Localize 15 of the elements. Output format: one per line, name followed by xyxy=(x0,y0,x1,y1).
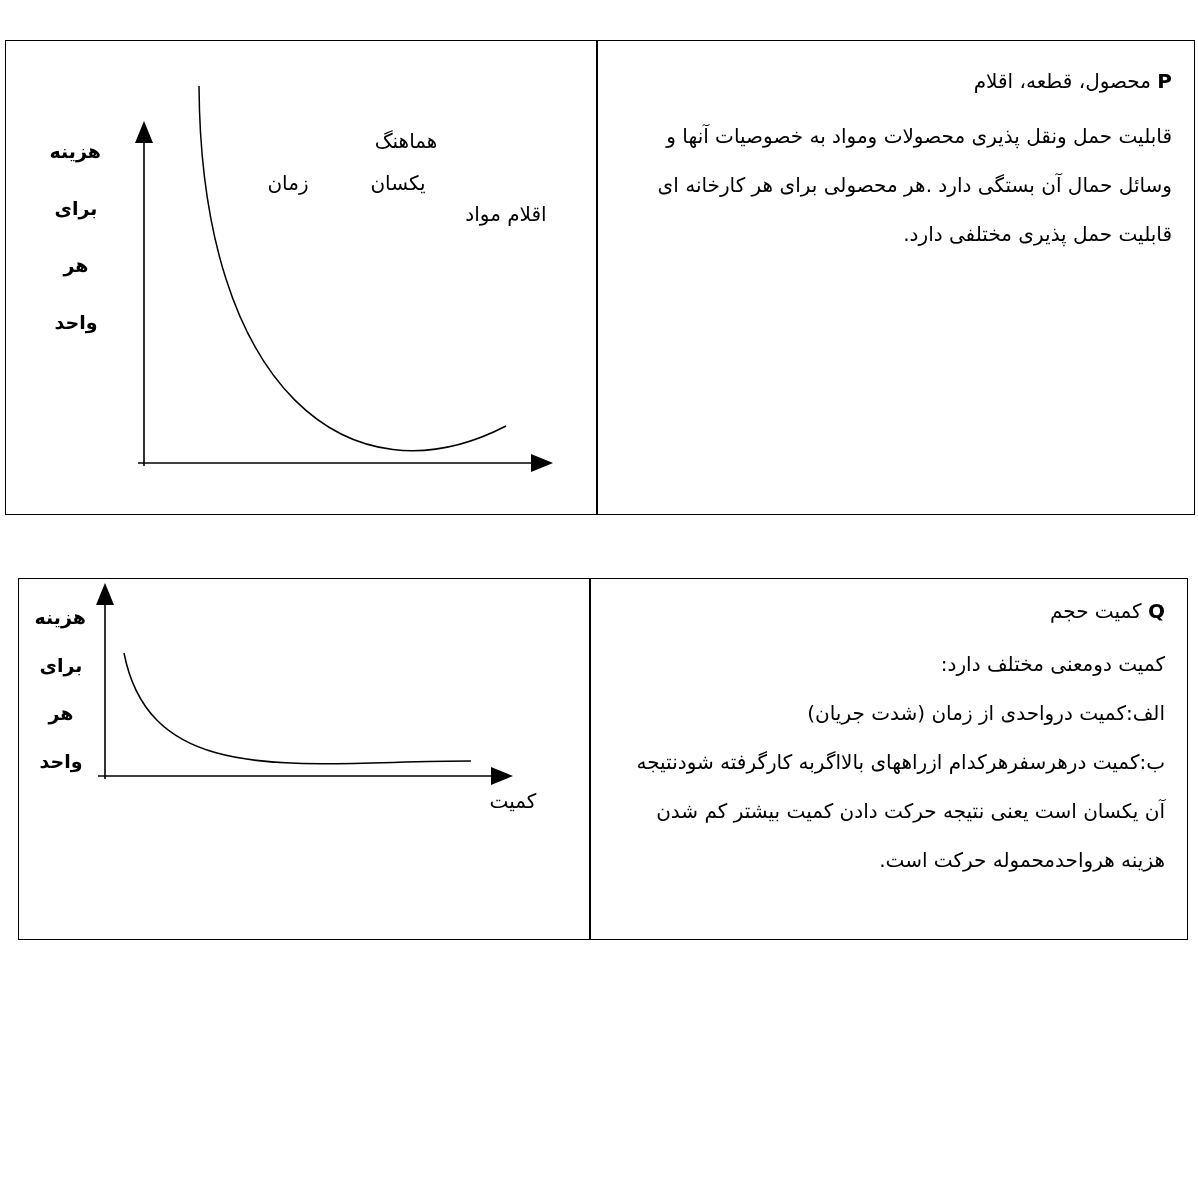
curve-label: هماهنگ xyxy=(374,129,438,153)
table-cell xyxy=(5,40,597,515)
axis-label: هزینه برای هر واحد xyxy=(36,605,86,775)
table-cell xyxy=(18,578,590,940)
curve-label: اقلام مواد xyxy=(465,202,547,226)
curve-label: زمان xyxy=(267,171,309,195)
body-text: ب:کمیت درهرسفرهرکدام ازراههای بالااگربه کارگرفته شودنتیجه آن یکسان است یعنی نتیجه حرکت دادن کمیت بیشتر کم شدن هزینه هرواحدمحموله حرکت است. xyxy=(635,749,1165,874)
table-cell xyxy=(590,578,1188,940)
axis-label: هزینه برای هر واحد xyxy=(51,139,101,336)
curve-label: یکسان xyxy=(370,171,426,195)
table-cell xyxy=(597,40,1195,515)
curve-label: کمیت xyxy=(489,789,537,813)
body-text: الف:کمیت درواحدی از زمان (شدت جریان) xyxy=(806,700,1165,727)
body-text: کمیت دومعنی مختلف دارد: xyxy=(939,651,1165,678)
body-text: قابلیت حمل ونقل پذیری محصولات ومواد به خصوصیات آنها و وسائل حمال آن بستگی دارد .هر محصولی برای هر کارخانه ای قابلیت حمل پذیری مختلفی دارد. xyxy=(656,123,1172,249)
